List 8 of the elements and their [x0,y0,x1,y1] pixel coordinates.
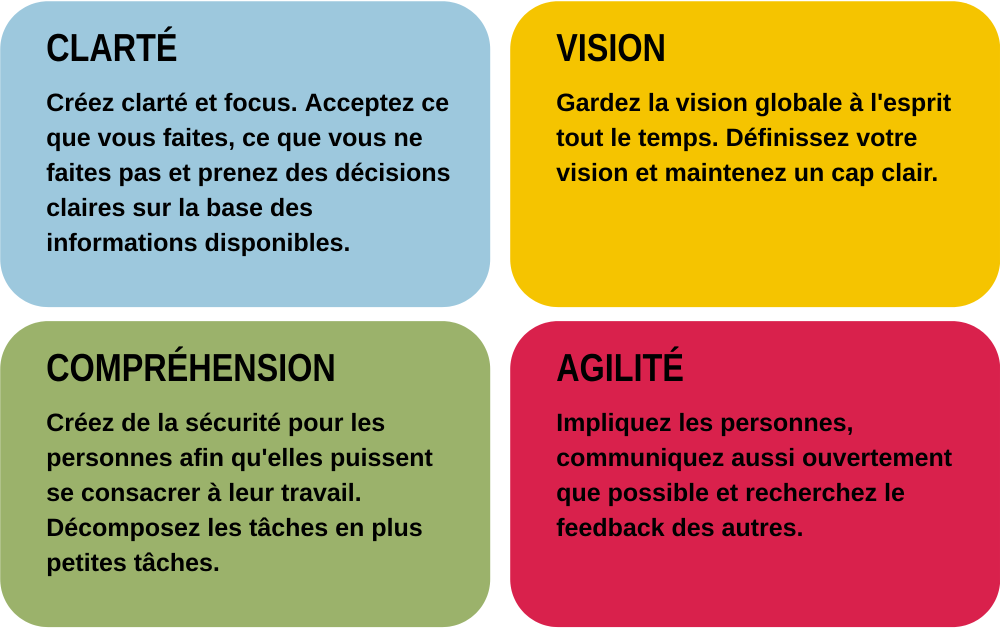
card-text: Créez clarté et focus. Acceptez ce que vous faites, ce que vous ne faites pas et prenez des décisions claires sur la base des informations disponibles. [46,92,450,256]
card-heading: COMPRÉHENSION [48,346,334,382]
card-heading: VISION [556,34,664,62]
card-text: Gardez la vision globale à l'esprit tout le temps. Définissez votre vision et maintenez un cap clair. [556,92,951,186]
card-text: Impliquez les personnes, communiquez aussi ouvertement que possible et recherchez le feedback des autres. [556,412,952,536]
card-heading: AGILITÉ [557,346,683,382]
card-heading: CLARTÉ [48,26,176,62]
card-text: Créez de la sécurité pour les personnes afin qu'elles puissent se consacrer à leur travail. Décomposez les tâches en plus petites tâches. [47,412,432,576]
